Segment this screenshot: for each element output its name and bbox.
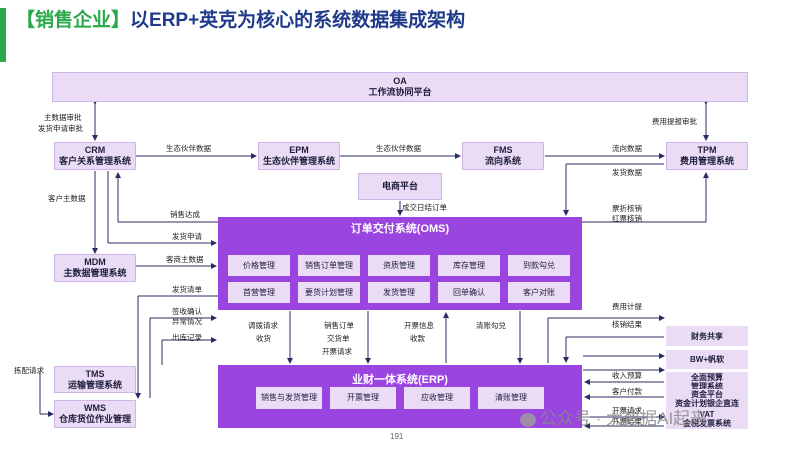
epm-name: EPM	[289, 145, 309, 155]
wms-system-box: WMS 仓库货位作业管理	[54, 400, 136, 428]
right-system-line1: BW+帆软	[690, 355, 724, 364]
epm-system-box: EPM 生态伙伴管理系统	[258, 142, 340, 170]
tms-name: TMS	[85, 368, 105, 379]
erp-module: 销售与发货管理	[256, 387, 322, 409]
mdm-name: MDM	[84, 257, 106, 267]
oms-module: 发货管理	[368, 282, 430, 303]
label-payment-received: 收款	[410, 334, 425, 343]
mdm-system-box: MDM 主数据管理系统	[54, 254, 136, 282]
label-shipping-data: 发货数据	[612, 168, 642, 177]
label-closed-order: 成交日结订单	[402, 203, 447, 212]
tms-system-box: TMS 运输管理系统	[54, 366, 136, 393]
erp-title: 业财一体系统(ERP)	[352, 374, 448, 386]
tpm-system-box: TPM 费用管理系统	[666, 142, 748, 170]
wechat-icon	[520, 412, 536, 427]
oms-module: 到款勾兑	[508, 255, 570, 276]
label-verify-result: 核销结果	[612, 320, 642, 329]
label-ship-request: 发货申请	[172, 232, 202, 241]
label-partner-data-1: 生态伙伴数据	[166, 144, 211, 153]
oms-module: 库存管理	[438, 255, 500, 276]
right-system-line2: 管理系统	[691, 382, 723, 391]
right-system-line1: 资金平台	[691, 390, 723, 399]
oms-module: 销售订单管理	[298, 255, 360, 276]
label-dispatch-request: 拣配请求	[14, 366, 44, 375]
label-partner-data-2: 生态伙伴数据	[376, 144, 421, 153]
title-main: 以ERP+英克为核心的系统数据集成架构	[130, 10, 466, 31]
oms-module: 资质管理	[368, 255, 430, 276]
right-system-vat: VAT 金税发票系统	[666, 409, 748, 429]
label-invoice-info: 开票信息	[404, 321, 434, 330]
fms-system-box: FMS 流向系统	[462, 142, 544, 170]
tpm-name: TPM	[697, 145, 717, 155]
label-income-budget: 收入预算	[612, 371, 642, 380]
label-ship-list: 发货清单	[172, 285, 202, 294]
epm-desc: 生态伙伴管理系统	[262, 156, 335, 166]
erp-module: 清账管理	[478, 387, 544, 409]
oms-module: 要货计划管理	[298, 282, 360, 303]
watermark: 公众号 · 大数据AI起来	[520, 404, 707, 429]
label-sales-order: 销售订单	[324, 321, 354, 330]
label-rebate-verify: 票折核销	[612, 204, 642, 213]
label-sales-target: 销售达成	[170, 210, 200, 219]
title-accent-bar	[0, 8, 6, 62]
oms-module: 客户对账	[508, 282, 570, 303]
wms-desc: 仓库货位作业管理	[58, 414, 131, 424]
erp-module: 应收管理	[404, 387, 470, 409]
right-system-line1: VAT	[699, 410, 715, 419]
label-invoice-result: 开票结果	[612, 417, 642, 426]
fms-name: FMS	[493, 145, 513, 155]
oa-name: OA	[393, 76, 407, 86]
tpm-desc: 费用管理系统	[679, 156, 734, 166]
label-delivery-note: 交货单	[327, 334, 350, 343]
crm-name: CRM	[84, 145, 106, 155]
label-flow-data: 流向数据	[612, 144, 642, 153]
label-red-verify: 红票核销	[612, 214, 642, 223]
right-system-line1: 全面预算	[691, 373, 723, 382]
right-system-line1: 财务共享	[691, 331, 723, 341]
label-expense-accrual: 费用计提	[612, 302, 642, 311]
oms-title: 订单交付系统(OMS)	[350, 223, 450, 235]
label-expense-approval: 费用提报审批	[652, 117, 697, 126]
tms-desc: 运输管理系统	[67, 379, 122, 390]
label-customer-payment: 客户付款	[612, 387, 642, 396]
label-shipping-approval: 发货申请审批	[38, 124, 83, 133]
wms-name: WMS	[84, 403, 106, 413]
label-transfer-request: 调拨请求	[248, 321, 278, 330]
label-customer-master: 客户主数据	[48, 194, 86, 203]
mdm-desc: 主数据管理系统	[63, 268, 127, 278]
label-invoice-request-2: 开票请求	[612, 406, 642, 415]
right-system-budget: 全面预算 管理系统	[666, 372, 748, 392]
label-exception: 异常情况	[172, 317, 202, 326]
oms-module: 价格管理	[228, 255, 290, 276]
oms-module: 首营管理	[228, 282, 290, 303]
label-merchant-master: 客商主数据	[166, 255, 204, 264]
label-outbound-record: 出库记录	[172, 333, 202, 342]
label-clear-match: 清账勾兑	[476, 321, 506, 330]
fms-desc: 流向系统	[484, 156, 521, 166]
title-bracket: 【销售企业】	[16, 10, 131, 31]
oms-module: 回单确认	[438, 282, 500, 303]
watermark-text: 公众号 · 大数据AI起来	[540, 409, 708, 428]
ecommerce-name: 电商平台	[381, 181, 418, 191]
page-number: 191	[390, 432, 404, 441]
ecommerce-platform-box: 电商平台	[358, 173, 442, 200]
label-master-data-approval: 主数据审批	[44, 113, 82, 122]
oa-system-box: OA 工作流协同平台	[52, 72, 748, 102]
right-system-fund-platform: 资金平台 资金计划银企直连	[666, 389, 748, 409]
label-receipt: 收货	[256, 334, 271, 343]
oms-system-box: 订单交付系统(OMS) 价格管理 销售订单管理 资质管理 库存管理 到款勾兑 首…	[218, 217, 582, 310]
right-system-bw-fanruan: BW+帆软	[666, 350, 748, 369]
right-system-line2: 资金计划银企直连	[675, 399, 739, 408]
oa-desc: 工作流协同平台	[368, 87, 432, 97]
crm-system-box: CRM 客户关系管理系统	[54, 142, 136, 170]
label-invoice-request: 开票请求	[322, 347, 352, 356]
crm-desc: 客户关系管理系统	[58, 156, 131, 166]
page-title: 【销售企业】以ERP+英克为核心的系统数据集成架构	[16, 8, 516, 34]
right-system-line2: 金税发票系统	[683, 419, 731, 428]
erp-module: 开票管理	[330, 387, 396, 409]
right-system-financial-sharing: 财务共享	[666, 326, 748, 346]
label-sign-confirm: 签收确认	[172, 307, 202, 316]
